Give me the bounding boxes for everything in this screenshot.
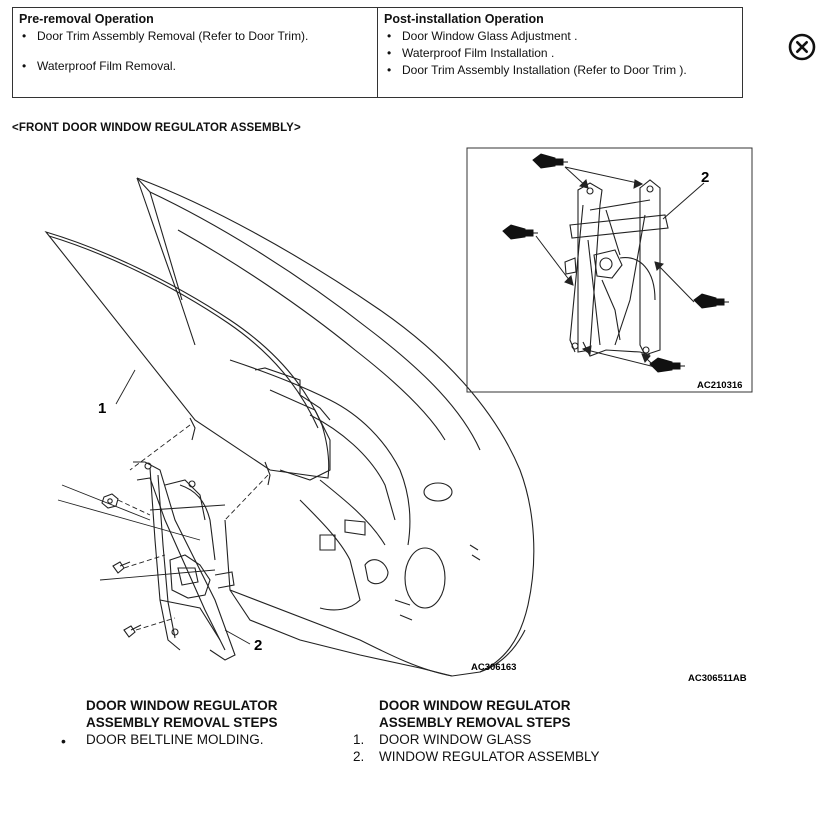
grease-tube-icon: [693, 293, 729, 309]
grease-tube-icons: [502, 153, 729, 373]
steps-right-title-line2: ASSEMBLY REMOVAL STEPS: [379, 715, 571, 730]
window-glass: [44, 230, 330, 486]
operations-table: Pre-removal Operation Door Trim Assembly…: [12, 7, 743, 98]
figure-code: AC306511AB: [688, 673, 747, 684]
pre-removal-item: Door Trim Assembly Removal (Refer to Doo…: [19, 28, 371, 45]
steps-right: DOOR WINDOW REGULATOR ASSEMBLY REMOVAL S…: [353, 697, 600, 765]
callout-2-inset: 2: [701, 169, 709, 186]
section-title: <FRONT DOOR WINDOW REGULATOR ASSEMBLY>: [12, 122, 301, 134]
grease-tube-icon: [649, 357, 685, 373]
step-number: 2.: [353, 749, 365, 764]
inset-frame: [466, 147, 753, 393]
callout-1: 1: [98, 400, 106, 417]
inset-regulator: [564, 179, 669, 357]
guide-lines: [117, 424, 269, 631]
pre-removal-item: Waterproof Film Removal.: [19, 58, 371, 75]
grease-tube-icon: [502, 224, 538, 240]
regulator-assembly: [133, 461, 236, 661]
step-item: • DOOR BELTLINE MOLDING.: [61, 731, 278, 749]
grease-tube-icon: [532, 153, 568, 169]
callout-leaders: [115, 369, 251, 645]
pre-removal-list: Door Trim Assembly Removal (Refer to Doo…: [19, 28, 371, 75]
callout-2-main: 2: [254, 637, 262, 654]
step-text: DOOR WINDOW GLASS: [379, 732, 532, 747]
steps-left-title-line2: ASSEMBLY REMOVAL STEPS: [86, 715, 278, 730]
step-number: 1.: [353, 732, 365, 747]
post-installation-item: Waterproof Film Installation .: [384, 45, 736, 62]
step-item: 2. WINDOW REGULATOR ASSEMBLY: [353, 748, 600, 765]
post-installation-title: Post-installation Operation: [384, 12, 544, 26]
step-bullet: •: [61, 733, 66, 749]
solid-guide-lines: [57, 484, 216, 581]
close-button[interactable]: [788, 33, 816, 61]
steps-left: DOOR WINDOW REGULATOR ASSEMBLY REMOVAL S…: [61, 697, 278, 749]
main-code: AC306163: [471, 662, 516, 673]
inset-code: AC210316: [697, 380, 742, 391]
post-installation-item: Door Trim Assembly Installation (Refer t…: [384, 62, 736, 79]
step-item: 1. DOOR WINDOW GLASS: [353, 731, 600, 748]
steps-right-title-line1: DOOR WINDOW REGULATOR: [379, 698, 571, 713]
post-installation-item: Door Window Glass Adjustment .: [384, 28, 736, 45]
step-text: WINDOW REGULATOR ASSEMBLY: [379, 749, 600, 764]
pre-removal-column: Pre-removal Operation Door Trim Assembly…: [13, 8, 378, 97]
circled-x-icon: [788, 33, 816, 61]
steps-left-title-line1: DOOR WINDOW REGULATOR: [86, 698, 278, 713]
post-installation-list: Door Window Glass Adjustment . Waterproo…: [384, 28, 736, 79]
pre-removal-title: Pre-removal Operation: [19, 12, 154, 26]
door-panel: [136, 177, 535, 677]
step-text: DOOR BELTLINE MOLDING.: [86, 732, 264, 747]
fasteners: [101, 493, 142, 638]
post-installation-column: Post-installation Operation Door Window …: [378, 8, 742, 97]
